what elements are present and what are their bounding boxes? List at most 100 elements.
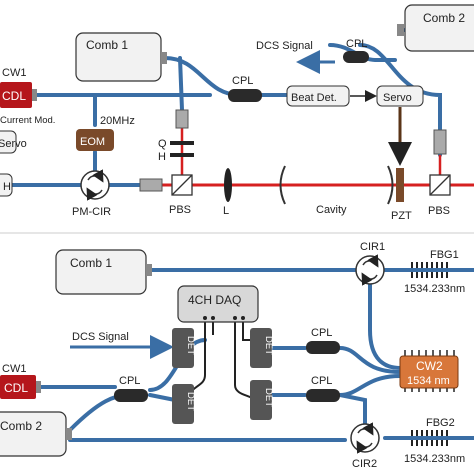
top-panel: Comb 1 Comb 2 CW1 CDL Current Mod. Servo… [0, 4, 474, 222]
cavity-label: Cavity [316, 204, 347, 216]
beat-det-label: Beat Det. [291, 92, 337, 104]
comb2-top: Comb 2 [397, 4, 474, 52]
comb2-top-box [404, 4, 474, 52]
fbg1-wavelength: 1534.233nm [404, 283, 465, 295]
comb1-top-spectrum-icon [103, 55, 137, 74]
left-h-label: H [3, 181, 11, 193]
servo-right-label: Servo [383, 92, 412, 104]
cdl-top-label: CDL [2, 89, 26, 103]
comb1-bottom-label: Comb 1 [70, 256, 112, 270]
cpl-mid-upper-label: CPL [311, 327, 332, 339]
fiber-cir1-to-cw2 [368, 283, 402, 370]
det-3-label: DET [263, 336, 274, 355]
lens-label: L [223, 205, 229, 217]
comb2-bottom-spectrum-icon [19, 436, 45, 452]
cpl-mid-lower-coupler [306, 389, 340, 402]
det-4-box [250, 380, 272, 420]
daq-label: 4CH DAQ [188, 293, 241, 307]
pmcir-label: PM-CIR [72, 206, 111, 218]
dcs-signal-bottom-label: DCS Signal [72, 331, 129, 343]
q-label: Q [158, 138, 167, 150]
cdl-bottom-box [0, 375, 36, 399]
mod-freq-label: 20MHz [100, 115, 135, 127]
left-h-box [0, 173, 13, 197]
cavity-mirror-right [387, 165, 394, 205]
current-mod-label: Current Mod. [0, 115, 55, 126]
cdl-top-port [32, 89, 37, 101]
det-1-box [172, 328, 194, 368]
comb1-top-label: Comb 1 [86, 38, 128, 52]
comb1-bottom: Comb 1 [55, 249, 152, 295]
cw1-bottom-label: CW1 [2, 363, 26, 375]
comb2-bottom-port [66, 428, 72, 440]
cpl-top-coupler [343, 51, 369, 63]
fiber-cpl-to-det2 [148, 393, 177, 402]
eom-box [76, 129, 114, 151]
det-4: DET [250, 380, 274, 420]
comb2-bottom: Comb 2 [0, 411, 72, 457]
det-3: DET [250, 328, 274, 368]
collimator-vertical-icon [175, 109, 189, 129]
comb1-bottom-port [146, 264, 152, 276]
collimator-right-icon [433, 129, 447, 155]
pbs-right-label: PBS [428, 205, 450, 217]
det-4-label: DET [263, 388, 274, 407]
cir2-label: CIR2 [352, 458, 377, 470]
q-waveplate-icon [170, 141, 194, 145]
cpl-mid-lower-label: CPL [311, 375, 332, 387]
top-fibers [0, 21, 442, 187]
det-1-label: DET [185, 336, 196, 355]
fbg2-wavelength: 1534.233nm [404, 453, 465, 465]
cavity-mirror-left [279, 165, 286, 205]
h-waveplate-icon [170, 153, 194, 157]
servo-left-label: Servo [0, 138, 27, 150]
det-2-box [172, 384, 194, 424]
cw2-wavelength: 1534 nm [407, 375, 450, 387]
dcs-signal-top-label: DCS Signal [256, 40, 313, 52]
fbg2-label: FBG2 [426, 417, 455, 429]
det-1: DET [172, 328, 196, 368]
comb1-bottom-spectrum-icon [93, 271, 127, 290]
cpl-left-label: CPL [119, 375, 140, 387]
fiber-comb1-to-cpl [163, 56, 297, 97]
cdl-bottom-label: CDL [4, 381, 28, 395]
comb1-top-port [161, 52, 167, 64]
fbg1-label: FBG1 [430, 249, 459, 261]
fiber-cpl-to-pbs [358, 43, 442, 157]
daq-ports [203, 316, 245, 320]
collimator-icon [139, 178, 163, 192]
cir2-icon [350, 422, 380, 454]
lens-icon [224, 168, 232, 202]
beat-det-box [286, 85, 350, 107]
cdl-top-box [0, 82, 32, 108]
cpl-left-coupler [114, 389, 148, 402]
pbs-left-label: PBS [169, 204, 191, 216]
fiber-comb1-down [178, 56, 184, 112]
fiber-cir2-up [338, 393, 367, 426]
comb2-bottom-label: Comb 2 [0, 419, 42, 433]
pbs-left-diagonal [171, 174, 193, 196]
comb2-top-port [397, 24, 404, 36]
eom-label: EOM [80, 136, 105, 148]
pbs-right-diagonal [429, 174, 451, 196]
daq-wires [187, 322, 256, 401]
cpl-upper-coupler [228, 89, 262, 102]
det-2: DET [172, 384, 196, 424]
fiber-cpl-to-cw2b [338, 374, 402, 397]
comb1-top: Comb 1 [75, 32, 167, 82]
cw1-top-label: CW1 [2, 67, 26, 79]
cpl-top-label: CPL [346, 38, 367, 50]
h-label: H [158, 151, 166, 163]
bottom-panel: DCS Signal Comb 1 Comb 2 [0, 241, 474, 470]
cw2-box [399, 355, 459, 389]
daq-box [177, 285, 259, 323]
fiber-cpl-to-cw2a [338, 346, 402, 374]
comb2-top-label: Comb 2 [423, 11, 465, 25]
cir1-icon [355, 254, 385, 286]
servo-left-box [0, 130, 17, 154]
servo-right-box [376, 85, 424, 107]
pzt-label: PZT [391, 210, 412, 222]
det-3-box [250, 328, 272, 368]
cw2-label: CW2 [416, 359, 443, 373]
